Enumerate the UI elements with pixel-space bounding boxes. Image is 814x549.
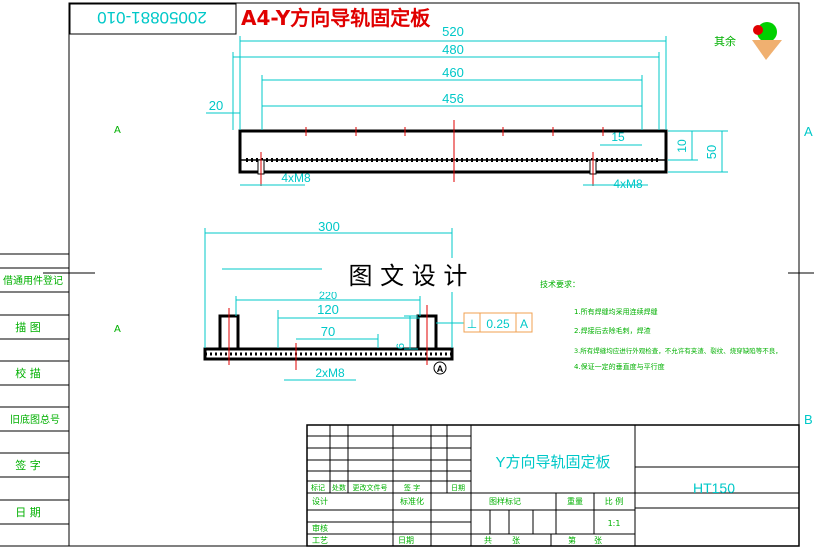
dim-120: 120 [317,302,339,317]
part-name: Y方向导轨固定板 [495,453,610,471]
dim-460: 460 [442,65,464,80]
tb-review: 审核 [312,523,328,533]
left-cell-date: 日 期 [15,506,41,519]
roughness-triangle-icon [752,40,782,60]
dim-520: 520 [442,24,464,39]
title-block: Y方向导轨固定板 HT150 1:1 标记 处数 更改文件号 签 字 日期 设计… [306,424,800,547]
dim-70: 70 [321,324,335,339]
tech-req-1: 1.所有焊缝均采用连续焊缝 [574,307,658,316]
thread-callout-right: 4xM8 [613,177,643,191]
front-view-base [203,347,454,361]
drawing-title: A4-Y方向导轨固定板 [241,6,431,30]
tb-mark: 标记 [311,483,325,492]
tb-approve: 日期 [398,536,414,545]
tb-design: 设计 [312,496,328,506]
dim-300: 300 [318,219,340,234]
tolerance-value: 0.25 [486,317,510,331]
dim-15: 15 [611,130,625,144]
tb-change-doc: 更改文件号 [353,483,388,492]
section-mark-bottom: A [114,324,121,335]
tech-req-4: 4.保证一定的垂直度与平行度 [574,362,665,371]
dim-20: 20 [209,98,223,113]
tb-signature: 签 字 [404,483,420,492]
tb-sheet: 张 [594,536,602,545]
zone-mark-a: A [804,124,813,139]
tolerance-datum: A [520,317,528,331]
tb-total: 共 [484,536,492,545]
tech-req-3: 3.所有焊缝均应进行外观检查，不允许有夹渣、裂纹、烧穿缺陷等不良， [574,346,782,355]
other-roughness-label: 其余 [714,34,736,48]
dim-456: 456 [442,91,464,106]
left-cell-reference: 借通用件登记 [3,274,63,287]
left-cell-signature: 签 字 [15,458,41,472]
tb-standardize: 标准化 [400,496,424,506]
left-column: 借通用件登记 描 图 校 描 旧底图总号 签 字 日 期 [0,253,69,547]
front-view: A 300 220 120 70 6 2xM8 ⊥ [203,219,533,381]
zone-mark-b: B [804,412,813,427]
front-thread-callout: 2xM8 [315,366,345,380]
material: HT150 [693,480,735,496]
tb-scale-label: 比 例 [605,496,624,506]
tb-weight: 重量 [567,496,583,506]
dim-480: 480 [442,42,464,57]
tb-sheets: 张 [512,536,520,545]
scale-value: 1:1 [608,519,621,528]
perpendicularity-icon: ⊥ [467,317,477,331]
left-cell-trace: 描 图 [15,320,41,334]
dim-50: 50 [704,145,719,159]
dim-10: 10 [675,139,689,153]
view-marker-label: A [437,364,444,374]
tolerance-frame [463,312,533,333]
watermark: 图 文 设 计 [349,262,468,290]
top-view-plate [238,129,668,174]
tb-process: 工艺 [312,536,328,545]
dim-220: 220 [319,290,337,302]
roughness-dot-icon [753,25,763,35]
tech-req-heading: 技术要求： [540,279,580,289]
drawing-number: 20050881-010 [97,8,207,27]
left-cell-old-number: 旧底图总号 [10,413,60,426]
left-cell-check: 校 描 [15,366,41,380]
thread-callout-left: 4xM8 [281,171,311,185]
tb-count: 处数 [332,483,346,492]
view-marker-circle [433,361,447,375]
tb-stage-mark: 图样标记 [489,496,521,506]
tb-sheet-no: 第 [568,535,576,545]
top-view: 520 480 460 456 20 15 10 50 4xM8 4xM8 [206,24,728,191]
watermark-bg [322,258,492,292]
dim-6: 6 [395,343,407,349]
drawing-number-box [69,3,237,35]
tb-date: 日期 [451,484,465,492]
tech-req-2: 2.焊接后去除毛刺，焊渣 [574,326,651,335]
section-mark-top: A [114,125,121,136]
